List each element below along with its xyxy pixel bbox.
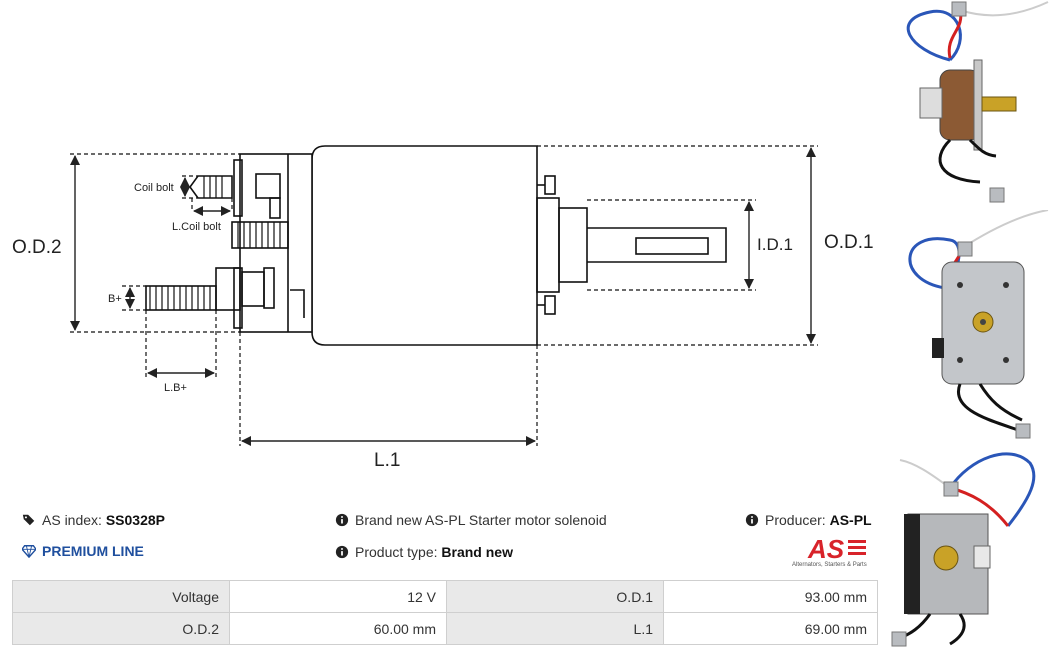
premium-line: PREMIUM LINE — [22, 543, 144, 559]
as-index: AS index: SS0328P — [22, 512, 165, 528]
premium-line-label: PREMIUM LINE — [42, 543, 144, 559]
label-od1: O.D.1 — [824, 232, 874, 253]
producer-value: AS-PL — [829, 512, 872, 528]
svg-text:AS: AS — [807, 536, 845, 562]
info-icon — [335, 513, 349, 527]
info-icon — [335, 545, 349, 559]
info-icon — [745, 513, 759, 527]
label-od2: O.D.2 — [12, 237, 62, 258]
technical-drawing: Coil bolt L.Coil bolt B+ L.B+ O.D.2 O.D.… — [12, 145, 874, 471]
logo-tagline: Alternators, Starters & Parts — [792, 562, 867, 568]
logo-mark: AS — [807, 536, 866, 562]
spec-label: O.D.2 — [12, 612, 230, 645]
product-description: Brand new AS-PL Starter motor solenoid — [335, 512, 607, 528]
table-row: O.D.2 60.00 mm L.1 69.00 mm — [12, 612, 878, 645]
spec-value: 69.00 mm — [663, 612, 878, 645]
spec-value: 93.00 mm — [663, 580, 878, 613]
label-l1: L.1 — [374, 450, 400, 471]
product-photo-top — [891, 452, 1036, 647]
as-pl-logo: AS Alternators, Starters & Parts — [792, 536, 878, 572]
description-text: Brand new AS-PL Starter motor solenoid — [355, 512, 607, 528]
producer-label: Producer: — [765, 512, 826, 528]
label-l-coil-bolt: L.Coil bolt — [172, 221, 221, 233]
product-type-label: Product type: — [355, 544, 438, 560]
specs-table: Voltage 12 V O.D.1 93.00 mm O.D.2 60.00 … — [12, 580, 878, 645]
as-index-label: AS index: — [42, 512, 102, 528]
label-b-plus: B+ — [108, 293, 122, 305]
as-index-value: SS0328P — [105, 512, 165, 528]
spec-value: 60.00 mm — [229, 612, 447, 645]
label-l-b-plus: L.B+ — [164, 382, 187, 394]
diamond-icon — [22, 545, 36, 558]
spec-value: 12 V — [229, 580, 447, 613]
spec-label: Voltage — [12, 580, 230, 613]
producer: Producer: AS-PL — [745, 512, 872, 528]
product-photo-front — [908, 210, 1049, 439]
product-type-value: Brand new — [441, 544, 513, 560]
spec-label: L.1 — [446, 612, 664, 645]
product-photo-side — [906, 1, 1049, 203]
spec-label: O.D.1 — [446, 580, 664, 613]
table-row: Voltage 12 V O.D.1 93.00 mm — [12, 580, 878, 613]
tags-icon — [22, 514, 35, 526]
label-id1: I.D.1 — [757, 235, 793, 254]
label-coil-bolt: Coil bolt — [134, 182, 174, 194]
product-type: Product type: Brand new — [335, 544, 513, 560]
